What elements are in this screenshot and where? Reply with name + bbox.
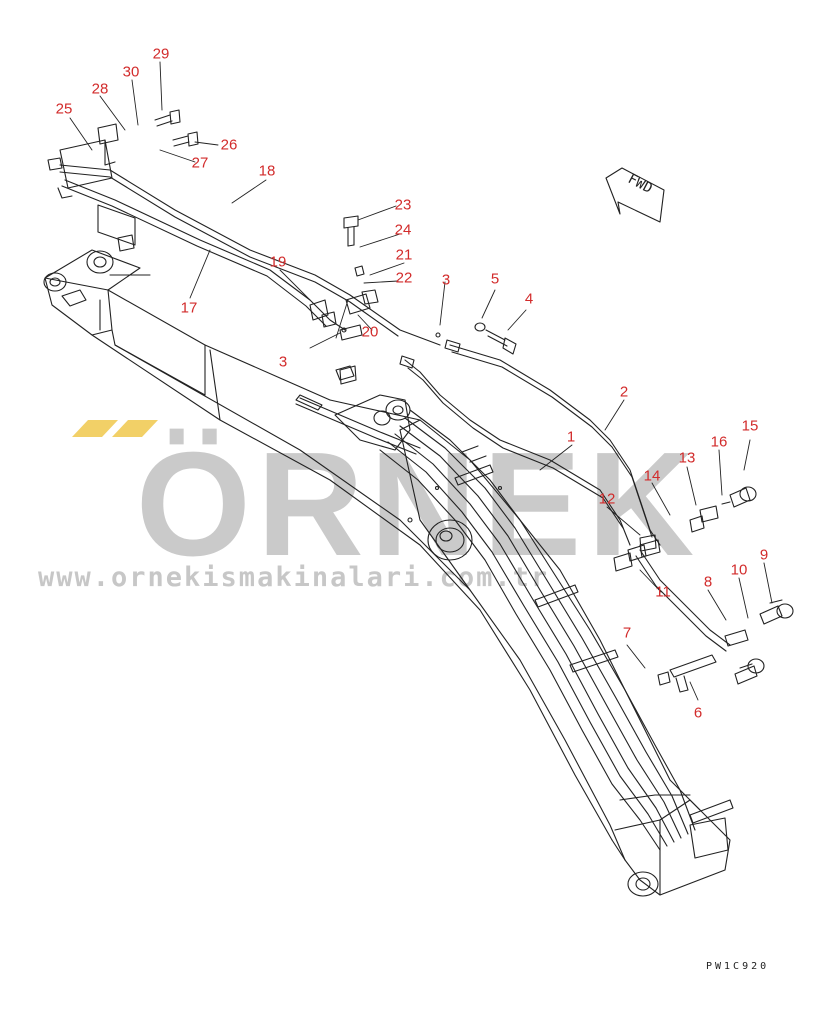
clamp-assembly-12	[639, 486, 794, 693]
bolt-29	[154, 109, 181, 127]
callout-8: 8	[703, 573, 713, 591]
drawing-code: PW1C920	[706, 961, 770, 972]
callout-18: 18	[258, 162, 276, 180]
bracket-25	[57, 123, 136, 252]
pipe-18	[59, 164, 441, 346]
callout-3b: 3	[278, 353, 288, 371]
boom-tip-pin-boss	[627, 817, 729, 897]
watermark-umlaut-accents	[72, 420, 158, 437]
callout-11: 11	[655, 583, 671, 601]
watermark-url: www.ornekismakinalari.com.tr	[38, 562, 550, 593]
clamp-19	[309, 299, 337, 328]
watermark-accent-2	[112, 420, 158, 437]
callout-17: 17	[180, 299, 198, 317]
bolt-4	[474, 322, 517, 355]
hydraulic-pipe-bundle	[295, 397, 696, 851]
callout-25: 25	[55, 100, 73, 118]
callout-27: 27	[191, 154, 209, 172]
boom-foot-pin-boss	[43, 250, 114, 307]
callout-19: 19	[269, 253, 287, 271]
fwd-direction-arrow	[605, 167, 665, 223]
callout-21: 21	[395, 246, 413, 264]
bolt-26	[172, 131, 199, 147]
callout-4: 4	[524, 290, 534, 308]
callout-20: 20	[361, 323, 379, 341]
boom-body	[44, 249, 731, 896]
callout-1: 1	[566, 428, 576, 446]
callout-7: 7	[622, 624, 632, 642]
pipe-fittings	[47, 157, 749, 647]
callout-28: 28	[91, 80, 109, 98]
callout-6: 6	[693, 704, 703, 722]
callout-3a: 3	[441, 271, 451, 289]
callout-5: 5	[490, 270, 500, 288]
callout-26: 26	[220, 136, 238, 154]
callout-16: 16	[710, 433, 728, 451]
callout-15: 15	[741, 417, 759, 435]
bolt-23	[343, 215, 359, 247]
callout-30: 30	[122, 63, 140, 81]
pipe-2	[449, 344, 731, 652]
callout-12: 12	[598, 490, 616, 508]
pipe-17	[61, 179, 346, 331]
callout-14: 14	[643, 467, 661, 485]
watermark-accent-1	[72, 420, 118, 437]
callout-29: 29	[152, 45, 170, 63]
callout-24: 24	[394, 221, 412, 239]
callout-23: 23	[394, 196, 412, 214]
boom-cylinder-bracket	[334, 394, 411, 451]
callout-9: 9	[759, 546, 769, 564]
clamp-block-20	[339, 265, 441, 385]
pipe-clamp-set	[295, 394, 734, 824]
callout-13: 13	[678, 449, 696, 467]
boom-center-boss	[407, 485, 503, 561]
callout-22: 22	[395, 269, 413, 287]
callout-10: 10	[730, 561, 748, 579]
pipe-1	[404, 359, 631, 546]
callout-2: 2	[619, 383, 629, 401]
